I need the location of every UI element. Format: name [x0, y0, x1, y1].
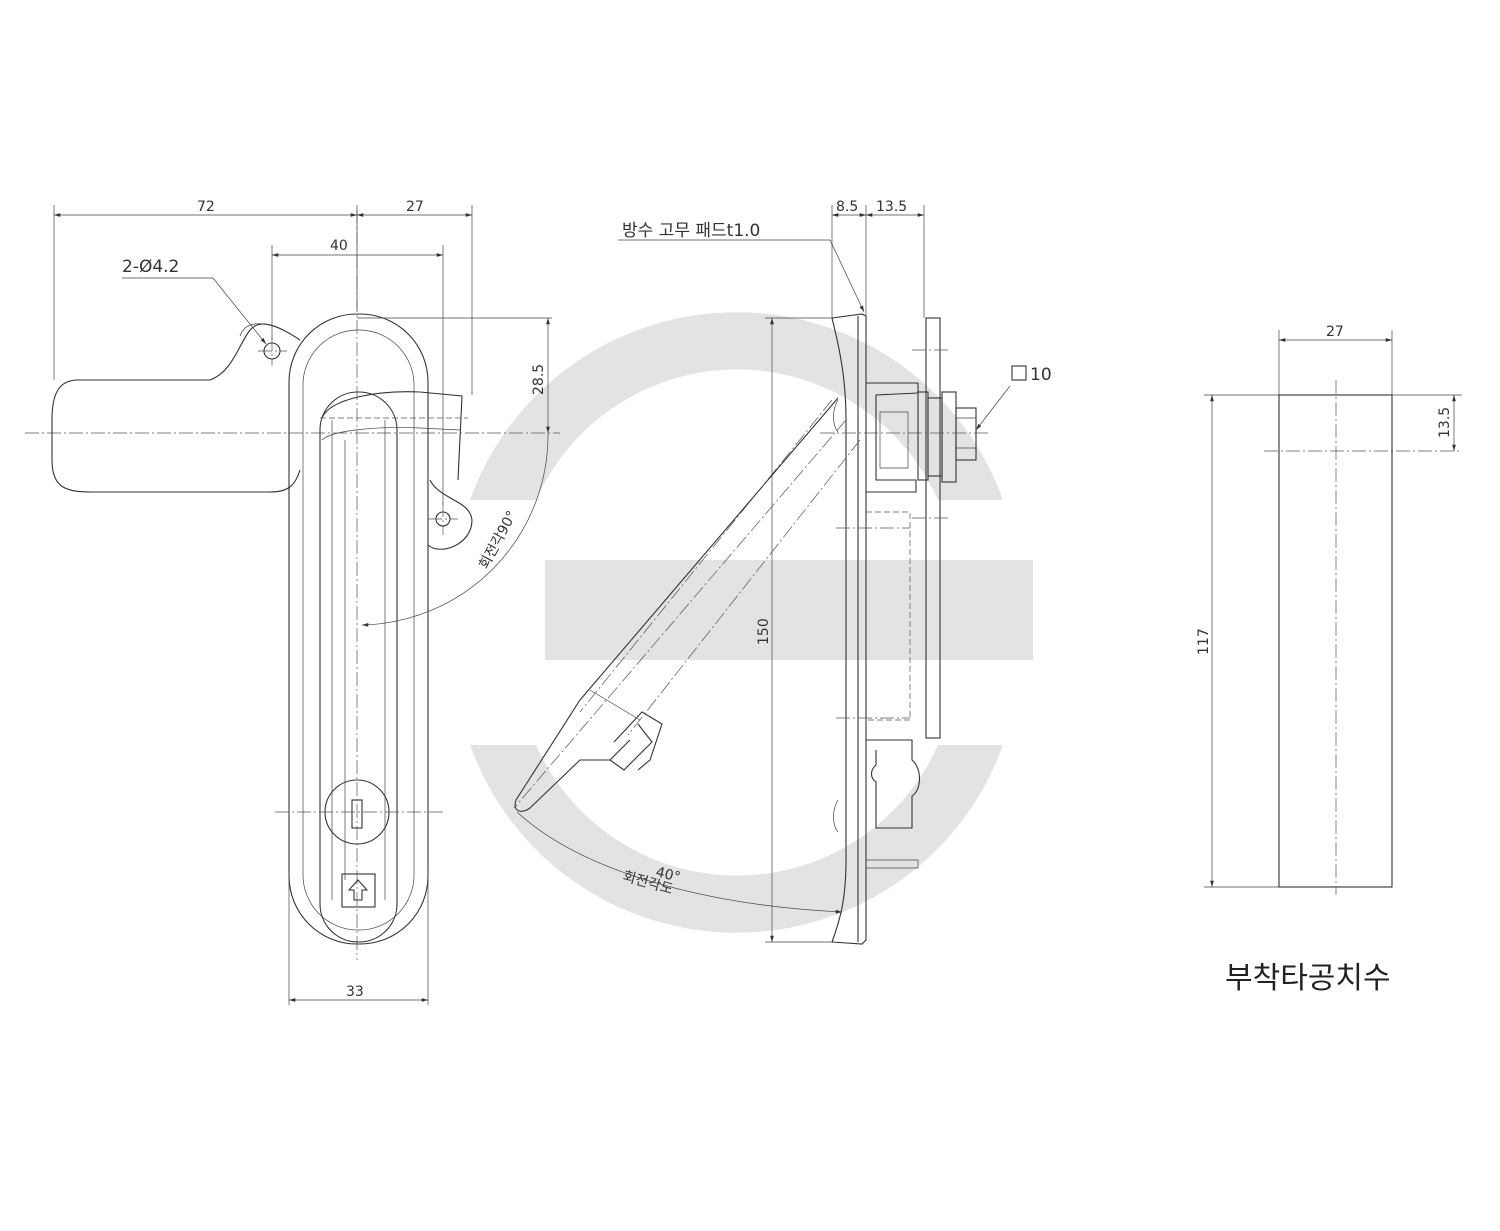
- cutout-dim-offset: 13.5: [1437, 407, 1453, 438]
- watermark-logo: [470, 312, 1033, 933]
- side-square-note: 10: [1030, 365, 1052, 385]
- side-dim-gasket: 8.5: [836, 199, 858, 215]
- side-view: 40° 회전각도 150 8.5 13.5 방수 고무 패드t1.0 10: [513, 199, 1052, 945]
- front-dim-bottom-width: 33: [346, 984, 364, 1000]
- front-dim-overall-right: 27: [406, 199, 424, 215]
- rotated-handle: [513, 397, 861, 812]
- cutout-caption: 부착타공치수: [1225, 961, 1391, 996]
- side-gasket-note: 방수 고무 패드t1.0: [622, 221, 760, 241]
- side-dim-depth: 13.5: [876, 199, 907, 215]
- front-hole-note: 2-Ø4.2: [122, 257, 179, 277]
- front-dim-hole-spacing: 40: [330, 238, 348, 254]
- side-angle-value: 40°: [654, 864, 682, 886]
- front-dim-vertical-offset: 28.5: [531, 364, 547, 395]
- front-rotation-note: 회전각90°: [476, 508, 520, 572]
- cutout-dim-width: 27: [1326, 324, 1344, 340]
- front-dim-overall-left: 72: [197, 199, 215, 215]
- cutout-view: 27 13.5 117 부착타공치수: [1196, 324, 1462, 996]
- cutout-dim-height: 117: [1196, 628, 1212, 655]
- front-view: 회전각90° 72 27 40 2-Ø4.2 28.5 33: [25, 199, 560, 1005]
- side-dim-height: 150: [756, 618, 772, 645]
